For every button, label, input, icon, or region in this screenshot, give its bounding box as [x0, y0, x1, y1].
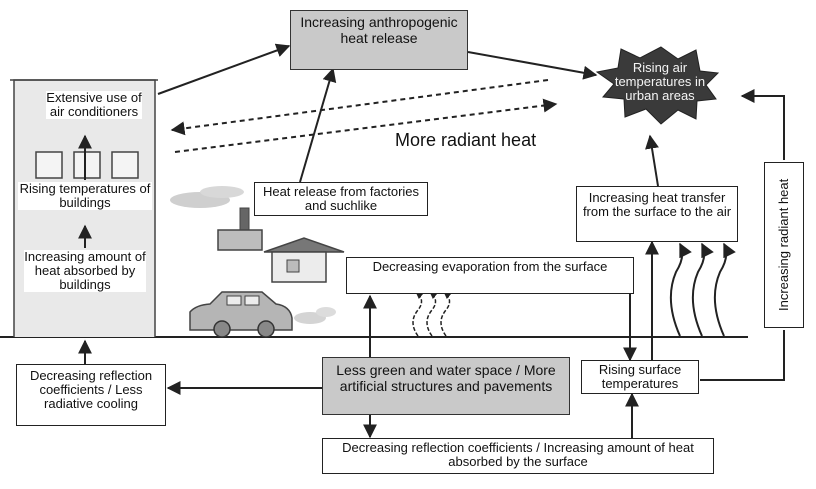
radiant-arrow-left [170, 79, 549, 136]
factory-icon [170, 186, 263, 251]
increasing-radiant-box: Increasing radiant heat [764, 162, 804, 328]
arrow-radiant-to-air [740, 89, 785, 160]
heat-wave-icon [412, 291, 452, 337]
heat-transfer-box: Increasing heat transfer from the surfac… [576, 186, 738, 242]
arrow-anthropogenic-to-air [467, 51, 598, 80]
burst-cloud-icon [595, 46, 720, 125]
less-green-box: Less green and water space / More artifi… [322, 357, 570, 415]
house-icon [263, 237, 345, 283]
rising-surface-box: Rising surface temperatures [581, 360, 699, 394]
arrow-rising-surface-to-radiant [700, 330, 785, 381]
arrow-factories-to-anthropogenic [299, 67, 337, 183]
rising-buildings-label: Rising temperatures of buildings [18, 181, 152, 210]
absorbed-buildings-label: Increasing amount of heat absorbed by bu… [24, 249, 146, 292]
reflection-surface-box: Decreasing reflection coefficients / Inc… [322, 438, 714, 474]
arrow-ac-to-anthropogenic [157, 43, 291, 95]
radiant-heat-label: More radiant heat [395, 130, 537, 150]
factories-heat-box: Heat release from factories and suchlike [254, 182, 428, 216]
reflection-buildings-box: Decreasing reflection coefficients / Les… [16, 364, 166, 426]
arrow-transfer-to-air [645, 134, 659, 187]
car-icon [189, 291, 336, 338]
radiant-arrow-right [174, 98, 558, 153]
air-conditioners-label: Extensive use of air conditioners [46, 90, 142, 119]
rising-heat-arrows [669, 242, 736, 337]
anthropogenic-heat-box: Increasing anthropogenic heat release [290, 10, 468, 70]
evaporation-box: Decreasing evaporation from the surface [346, 257, 634, 294]
rising-air-label: Rising air temperatures in urban areas [614, 60, 706, 103]
